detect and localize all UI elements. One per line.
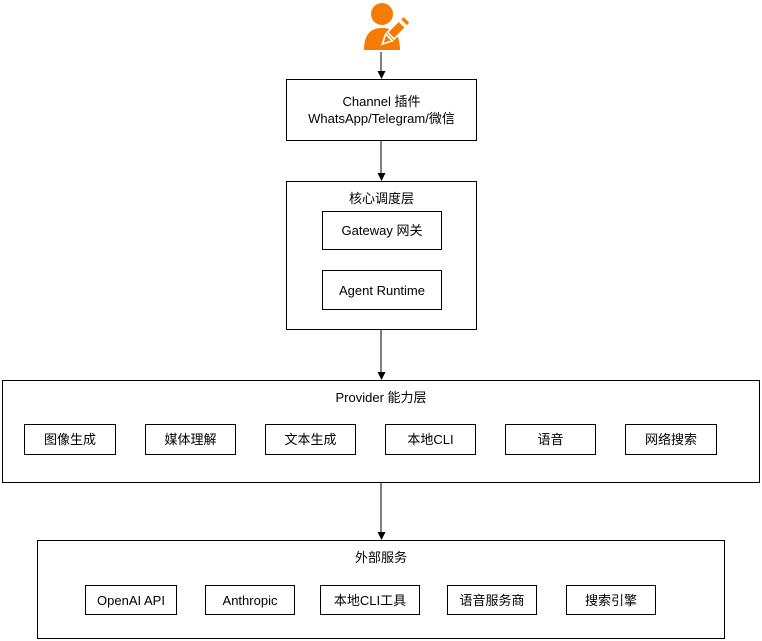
node-gateway: Gateway 网关 bbox=[322, 211, 442, 250]
provider-item-local-cli: 本地CLI bbox=[385, 424, 476, 455]
node-channel-plugin-line1: Channel 插件 bbox=[342, 94, 421, 109]
external-item-label: 搜索引擎 bbox=[584, 592, 637, 608]
arrow-channel-to-core bbox=[376, 141, 387, 181]
external-item-label: 语音服务商 bbox=[459, 592, 525, 608]
provider-item-image-generation: 图像生成 bbox=[24, 424, 116, 455]
provider-item-label: 媒体理解 bbox=[164, 432, 217, 447]
provider-item-text-generation: 文本生成 bbox=[265, 424, 356, 455]
external-item-anthropic: Anthropic bbox=[205, 585, 295, 615]
provider-item-label: 本地CLI bbox=[407, 432, 454, 447]
node-channel-plugin-line2: WhatsApp/Telegram/微信 bbox=[308, 111, 455, 126]
provider-item-media-understanding: 媒体理解 bbox=[145, 424, 236, 455]
external-item-label: Anthropic bbox=[222, 592, 278, 608]
external-item-label: OpenAI API bbox=[97, 592, 165, 608]
group-provider-title: Provider 能力层 bbox=[335, 390, 427, 405]
provider-item-label: 网络搜索 bbox=[644, 432, 697, 447]
node-agent-runtime: Agent Runtime bbox=[322, 270, 442, 310]
user-edit-icon bbox=[357, 1, 411, 53]
arrow-actor-to-channel bbox=[376, 52, 387, 79]
external-item-label: 本地CLI工具 bbox=[333, 592, 407, 608]
provider-item-label: 文本生成 bbox=[284, 432, 337, 447]
external-item-openai-api: OpenAI API bbox=[85, 585, 177, 615]
arrow-provider-to-external bbox=[376, 483, 387, 540]
arrow-head-icon bbox=[377, 532, 385, 540]
arrow-head-icon bbox=[377, 372, 385, 380]
external-item-voice-provider: 语音服务商 bbox=[447, 585, 537, 615]
arrow-head-icon bbox=[377, 71, 385, 79]
external-item-search-engine: 搜索引擎 bbox=[566, 585, 656, 615]
arrow-shaft bbox=[380, 330, 382, 374]
arrow-shaft bbox=[380, 483, 382, 534]
group-core-title: 核心调度层 bbox=[348, 191, 414, 206]
provider-item-web-search: 网络搜索 bbox=[625, 424, 717, 455]
arrow-shaft bbox=[380, 141, 382, 175]
arrow-shaft bbox=[380, 52, 382, 73]
node-agent-runtime-label: Agent Runtime bbox=[339, 282, 425, 298]
arrow-core-to-provider bbox=[376, 330, 387, 380]
external-item-local-cli-tools: 本地CLI工具 bbox=[320, 585, 420, 615]
provider-item-label: 语音 bbox=[537, 432, 564, 447]
arrow-head-icon bbox=[377, 173, 385, 181]
provider-item-label: 图像生成 bbox=[43, 432, 96, 447]
provider-item-voice: 语音 bbox=[505, 424, 596, 455]
node-gateway-label: Gateway 网关 bbox=[341, 223, 423, 238]
group-core-scheduling-layer: 核心调度层 bbox=[286, 181, 477, 330]
group-external-title: 外部服务 bbox=[354, 550, 407, 565]
node-channel-plugin: Channel 插件 WhatsApp/Telegram/微信 bbox=[286, 79, 477, 141]
